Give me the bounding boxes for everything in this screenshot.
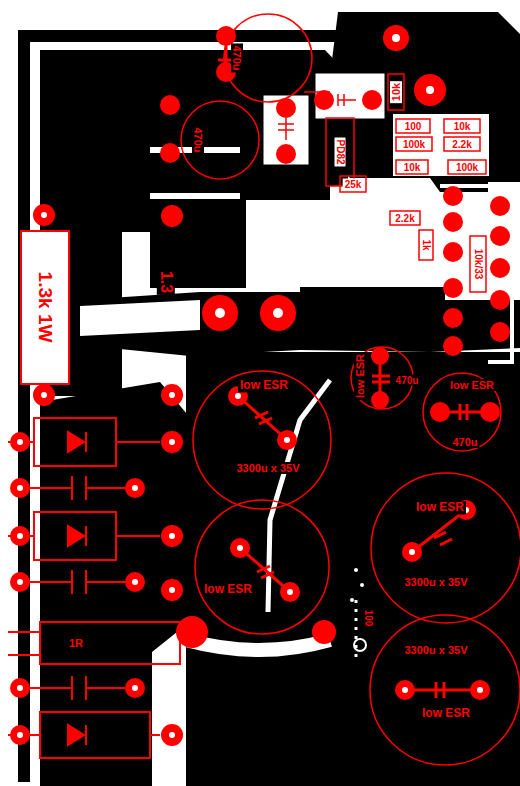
capacitor-circle xyxy=(370,472,520,624)
part-value: low ESR xyxy=(420,707,472,720)
part-value: low ESR xyxy=(448,379,496,391)
part-value: 470u xyxy=(192,125,204,154)
part-label: 2.2k xyxy=(393,213,416,224)
part-value: low ESR xyxy=(238,379,290,392)
capacitor-outline: low ESR xyxy=(194,499,330,635)
part-label: 100k xyxy=(401,139,427,150)
part-label: 100 xyxy=(403,121,424,132)
part-value: 470u xyxy=(231,43,243,72)
part-value: 470u xyxy=(450,436,479,448)
part-label: 2.2k xyxy=(450,139,473,150)
capacitor-outline: low ESR470u xyxy=(350,346,414,410)
part-label: PD82 xyxy=(335,137,346,166)
part-value: 3300u x 35V xyxy=(235,462,302,474)
capacitor-outline: low ESR 3300u x 35V xyxy=(370,472,520,624)
part-value: 3300u x 35V xyxy=(403,644,470,656)
part-label: 1R xyxy=(67,637,85,649)
part-value: low ESR xyxy=(202,583,254,596)
capacitor-outline: 470u xyxy=(223,13,313,103)
part-label: 25k xyxy=(343,179,364,190)
part-label: 100 xyxy=(363,608,374,629)
part-label: 1k xyxy=(421,237,432,252)
capacitor-outline: 470u xyxy=(180,100,260,180)
capacitor-circle xyxy=(194,499,330,635)
part-label: 10k xyxy=(390,81,402,103)
capacitor-circle xyxy=(369,614,520,766)
part-label: 10k/33 xyxy=(473,247,484,282)
part-value: 1.3k 1W xyxy=(35,270,56,345)
resistor-body: 1.3k 1W xyxy=(20,230,70,385)
part-label: 1.3 xyxy=(157,269,175,295)
part-value: low ESR xyxy=(354,352,366,400)
part-value: low ESR xyxy=(414,501,466,514)
capacitor-outline: 3300u x 35V low ESR xyxy=(369,614,520,766)
part-value: 470u xyxy=(394,375,421,386)
capacitor-outline: low ESR 3300u x 35V xyxy=(192,370,332,510)
part-label: 10k xyxy=(402,162,423,173)
part-value: 3300u x 35V xyxy=(403,576,470,588)
part-label: 10k xyxy=(452,121,473,132)
part-label: 100k xyxy=(454,162,480,173)
capacitor-outline: low ESR 470u xyxy=(422,372,502,452)
